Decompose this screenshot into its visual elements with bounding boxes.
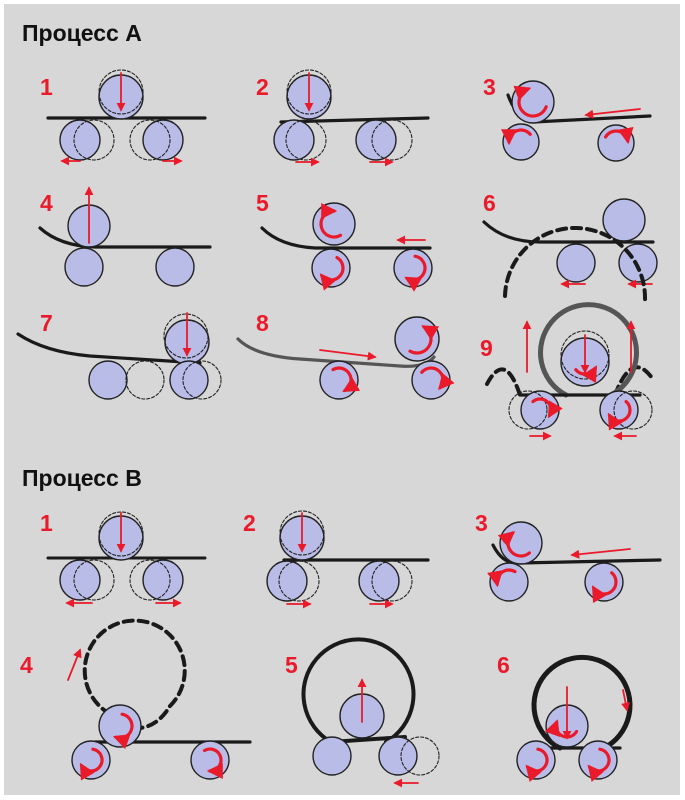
process-a-title: Процесс А [22, 20, 142, 46]
roller-ghost [286, 69, 332, 115]
roller-ghost [278, 560, 320, 602]
process-b-step-3: 3 [475, 510, 488, 536]
sheet-path-dashed [485, 367, 522, 397]
roller-ghost [163, 313, 209, 359]
rotation-arrow [420, 366, 455, 391]
process-a-step-4: 4 [40, 190, 53, 216]
roller-ghost [129, 559, 171, 601]
sheet-metal [482, 220, 655, 244]
roller-ghost [73, 559, 115, 601]
roller [602, 198, 646, 242]
rotation-arrow [531, 397, 563, 419]
process-b-step-6: 6 [497, 652, 510, 678]
rotation-arrow [331, 366, 361, 393]
roller-ghost [98, 69, 144, 115]
roller [516, 740, 556, 780]
roller [355, 119, 397, 161]
sheet-metal [38, 226, 212, 249]
roller [64, 247, 104, 287]
process-b-title: Процесс В [22, 465, 142, 491]
roller-ghost [129, 119, 171, 161]
roller [499, 521, 543, 565]
roller [578, 740, 618, 780]
sheet-metal [538, 302, 639, 398]
sheet-path-dashed [82, 618, 187, 730]
roller-ghost [285, 119, 327, 161]
roller [71, 740, 111, 780]
rotation-arrow [202, 747, 223, 779]
roller-ghost [125, 360, 165, 400]
motion-arrow [319, 349, 377, 361]
rotation-arrow [79, 747, 104, 781]
roller [98, 704, 142, 748]
diagram-background [4, 4, 680, 795]
roller [266, 560, 308, 602]
process-a-step-5: 5 [256, 190, 269, 216]
process-a-step-3: 3 [483, 74, 496, 100]
roller [358, 560, 400, 602]
roller [312, 202, 356, 246]
roller [520, 390, 560, 430]
roller-ghost [508, 390, 548, 430]
sheet-metal [301, 637, 416, 745]
rotation-arrow [112, 712, 134, 750]
roller [88, 360, 128, 400]
motion-arrow [584, 108, 641, 119]
roller-ghost [613, 390, 653, 430]
roller [378, 736, 418, 776]
roller-ghost [279, 510, 325, 556]
roller [556, 243, 596, 283]
rotation-arrow [501, 128, 532, 146]
rotation-arrow [587, 747, 611, 783]
roller [169, 360, 209, 400]
roller [312, 736, 352, 776]
rotation-arrow [513, 85, 548, 118]
rotation-arrow [574, 365, 597, 384]
motion-arrow [621, 689, 631, 712]
rotation-arrow [592, 571, 618, 604]
process-a-step-1: 1 [40, 74, 53, 100]
process-b-step-2: 2 [243, 510, 256, 536]
process-a-step-2: 2 [256, 74, 269, 100]
roller [155, 247, 195, 287]
sheet-metal [16, 332, 202, 365]
process-b-step-5: 5 [285, 652, 298, 678]
rotation-arrow [525, 747, 549, 783]
roller [273, 119, 315, 161]
roller-ghost [400, 736, 440, 776]
motion-arrow [67, 648, 82, 681]
roller-ghost [98, 511, 144, 557]
roller [142, 119, 184, 161]
process-b-step-4: 4 [20, 652, 33, 678]
sheet-metal [531, 654, 633, 751]
process-a-step-7: 7 [40, 310, 53, 336]
rotation-arrow [319, 256, 345, 291]
rotation-arrow [544, 719, 579, 739]
sheet-path-dashed [503, 226, 648, 302]
rotation-arrow [487, 568, 517, 588]
roller [190, 740, 230, 780]
rotation-arrow [607, 399, 632, 431]
roller-ghost [182, 360, 222, 400]
rotation-arrow [497, 530, 531, 558]
sheet-metal [260, 226, 432, 250]
rotation-arrow [604, 126, 634, 145]
roller [59, 559, 101, 601]
rotation-arrow [404, 254, 427, 292]
roller [59, 119, 101, 161]
roller-ghost [73, 119, 115, 161]
motion-arrow [570, 548, 631, 559]
process-a-step-6: 6 [483, 190, 496, 216]
process-b-step-1: 1 [40, 510, 53, 536]
sheet-metal [279, 116, 430, 124]
process-a-step-9: 9 [480, 335, 493, 361]
rotation-arrow [319, 203, 343, 239]
rotation-arrow [408, 325, 440, 355]
process-a-step-8: 8 [256, 310, 269, 336]
roller [142, 559, 184, 601]
